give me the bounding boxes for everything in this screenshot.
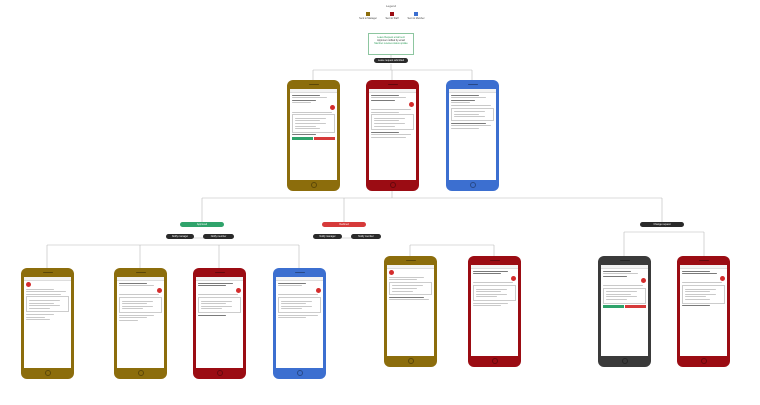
legend-label: Sent to Manager <box>359 17 377 20</box>
phone-manager-request <box>287 80 340 191</box>
email-screen <box>196 277 243 368</box>
legend-item-manager: Sent to Manager <box>358 12 378 20</box>
email-screen <box>387 265 434 356</box>
legend-swatch <box>414 12 418 16</box>
note-line: Member receives status update <box>374 42 408 46</box>
legend-item-member: Sent to Member <box>406 12 426 20</box>
process-note: Leave Request email sent Approver notifi… <box>368 33 414 55</box>
email-screen <box>471 265 518 356</box>
legend-swatch <box>366 12 370 16</box>
home-button <box>310 182 317 188</box>
home-button <box>216 370 223 376</box>
sub-label: Notify manager <box>166 234 194 239</box>
email-screen <box>449 89 496 180</box>
home-button <box>469 182 476 188</box>
email-screen <box>680 265 727 356</box>
speaker <box>698 260 709 262</box>
sub-label: Notify manager <box>313 234 342 239</box>
home-button <box>296 370 303 376</box>
home-button <box>137 370 144 376</box>
phone-approved-staff <box>193 268 246 379</box>
speaker <box>405 260 416 262</box>
phone-staff-request <box>366 80 419 191</box>
phone-change-request-a <box>598 256 651 367</box>
sub-label: Notify member <box>203 234 234 239</box>
speaker <box>619 260 630 262</box>
home-button <box>700 358 707 364</box>
phone-change-request-b <box>677 256 730 367</box>
email-screen <box>290 89 337 180</box>
home-button <box>389 182 396 188</box>
note-line: Leave Request email sent <box>377 36 405 39</box>
phone-approved-manager-a <box>21 268 74 379</box>
root-label: Leave request submitted <box>374 58 408 63</box>
legend-title: Legend <box>386 4 397 8</box>
legend-label: Sent to Staff <box>385 17 399 20</box>
speaker <box>294 272 305 274</box>
phone-member-request <box>446 80 499 191</box>
home-button <box>44 370 51 376</box>
phone-approved-member <box>273 268 326 379</box>
home-button <box>407 358 414 364</box>
speaker <box>42 272 53 274</box>
sub-label: Notify member <box>351 234 381 239</box>
home-button <box>621 358 628 364</box>
speaker <box>467 84 478 86</box>
note-line: Approver notified by email <box>377 39 405 43</box>
legend-label: Sent to Member <box>407 17 425 20</box>
legend-swatch <box>390 12 394 16</box>
branch-change-request: Change request <box>640 222 684 227</box>
phone-approved-manager-b <box>114 268 167 379</box>
phone-declined-manager <box>384 256 437 367</box>
speaker <box>308 84 319 86</box>
speaker <box>135 272 146 274</box>
phone-declined-staff <box>468 256 521 367</box>
legend-item-staff: Sent to Staff <box>382 12 402 20</box>
email-screen <box>601 265 648 356</box>
email-screen <box>24 277 71 368</box>
speaker <box>214 272 225 274</box>
email-screen <box>117 277 164 368</box>
email-screen <box>276 277 323 368</box>
email-screen <box>369 89 416 180</box>
speaker <box>489 260 500 262</box>
home-button <box>491 358 498 364</box>
legend: Legend Sent to Manager Sent to Staff Sen… <box>358 4 428 26</box>
branch-approved: Approved <box>180 222 224 227</box>
branch-declined: Declined <box>322 222 366 227</box>
speaker <box>387 84 398 86</box>
